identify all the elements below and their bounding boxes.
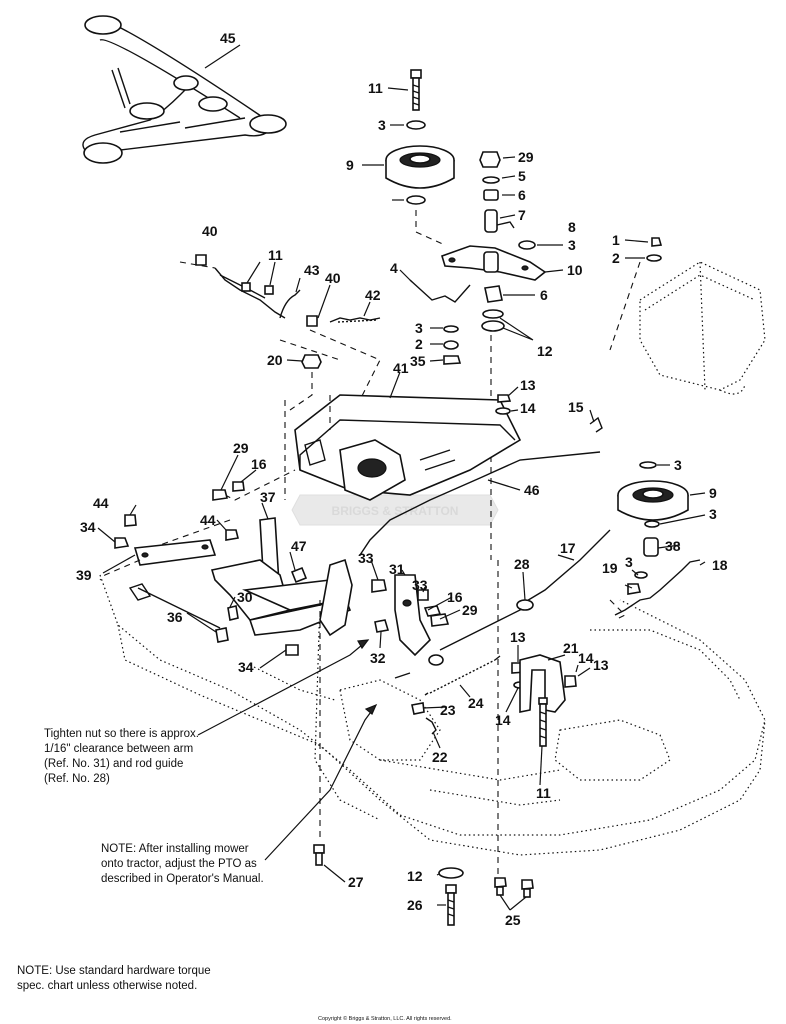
part-label: 2	[415, 336, 423, 352]
part-label: 3	[625, 554, 633, 570]
part-label: 3	[709, 506, 717, 522]
part-label: 23	[440, 702, 456, 718]
upper-pulley-assembly	[385, 69, 455, 246]
part-label: 10	[567, 262, 583, 278]
part-label: 34	[80, 519, 96, 535]
part-label: 47	[291, 538, 307, 554]
copyright-text: Copyright © Briggs & Stratton, LLC. All …	[318, 1016, 452, 1022]
part-label: 33	[358, 550, 374, 566]
part-label: 16	[447, 589, 463, 605]
left-linkage	[179, 254, 381, 401]
part-label: 2	[612, 250, 620, 266]
watermark-text: BRIGGS & STRATTON	[332, 504, 459, 518]
part-label: 11	[368, 80, 383, 96]
part-label: 30	[237, 589, 253, 605]
lift-assembly	[99, 469, 353, 656]
mounting-bracket-41	[284, 394, 522, 501]
part-label: 14	[578, 650, 594, 666]
part-label: 18	[712, 557, 728, 573]
part-label: 40	[202, 223, 218, 239]
part-label: 6	[518, 187, 526, 203]
part-label: 16	[251, 456, 267, 472]
part-label: 3	[568, 237, 576, 253]
nut-20	[301, 354, 322, 369]
part-label: 9	[709, 485, 717, 501]
spring-4	[409, 279, 471, 303]
part-label: 39	[76, 567, 92, 583]
lower-right-pulley	[617, 461, 689, 528]
part-label: 14	[520, 400, 536, 416]
part-label: 37	[260, 489, 276, 505]
part-label: 20	[267, 352, 283, 368]
part-label: 8	[568, 219, 576, 235]
hardware-torque-note: NOTE: Use standard hardware torque spec.…	[17, 965, 211, 992]
part-label: 3	[674, 457, 682, 473]
drive-belt	[82, 15, 287, 164]
lower-right-bracket	[511, 654, 577, 747]
part-label: 29	[518, 149, 534, 165]
part-label: 25	[505, 912, 521, 928]
part-label: 13	[520, 377, 536, 393]
part-label: 44	[93, 495, 109, 511]
part-label: 31	[389, 561, 405, 577]
part-label: 19	[602, 560, 618, 576]
part-label: 11	[536, 785, 551, 801]
leader-lines	[97, 44, 706, 911]
nut-washer-13-14	[495, 394, 512, 415]
part-label: 36	[167, 609, 183, 625]
part-label: 13	[510, 629, 526, 645]
part-label: 45	[220, 30, 236, 46]
part-label: 3	[415, 320, 423, 336]
part-label: 41	[393, 360, 409, 376]
part-label: 17	[560, 540, 576, 556]
part-label: 38	[665, 538, 681, 554]
bottom-bolts	[313, 600, 534, 926]
part-label: 29	[462, 602, 478, 618]
briggs-stratton-watermark: BRIGGS & STRATTON	[291, 494, 499, 526]
belt-cover	[609, 237, 766, 395]
part-label: 35	[410, 353, 426, 369]
part-label: 11	[268, 247, 283, 263]
part-label: 3	[378, 117, 386, 133]
part-label: 26	[407, 897, 423, 913]
part-label: 12	[407, 868, 423, 884]
idler-arm-stack	[441, 151, 547, 890]
part-label: 27	[348, 874, 364, 890]
part-label: 4	[390, 260, 398, 276]
part-labels: 45 11 3 9 29 5 6 7 8 3 1 2 10 4 6 40 11 …	[76, 30, 728, 928]
spring-24	[411, 655, 501, 735]
left-nut-stack	[212, 481, 245, 501]
part-label: 1	[612, 232, 620, 248]
part-label: 13	[593, 657, 609, 673]
part-label: 21	[563, 640, 579, 656]
part-label: 22	[432, 749, 448, 765]
rod-17	[519, 529, 611, 606]
pto-adjust-note: NOTE: After installing mower onto tracto…	[101, 843, 264, 885]
part-label: 42	[365, 287, 381, 303]
washer-nut-stack	[443, 325, 462, 365]
part-label: 14	[495, 712, 511, 728]
part-label: 24	[468, 695, 484, 711]
part-label: 5	[518, 168, 526, 184]
part-label: 34	[238, 659, 254, 675]
part-label: 7	[518, 207, 526, 223]
part-label: 32	[370, 650, 386, 666]
rod-guide-28	[428, 599, 534, 666]
part-label: 33	[412, 577, 428, 593]
part-label: 40	[325, 270, 341, 286]
part-label: 29	[233, 440, 249, 456]
part-label: 44	[200, 512, 216, 528]
part-label: 46	[524, 482, 540, 498]
part-label: 6	[540, 287, 548, 303]
part-label: 9	[346, 157, 354, 173]
pto-rod-46	[359, 451, 601, 556]
clip-15	[589, 416, 603, 433]
part-label: 15	[568, 399, 584, 415]
clearance-note: Tighten nut so there is approx. 1/16" cl…	[44, 728, 199, 785]
idler-spring-assembly	[609, 537, 701, 621]
part-label: 12	[537, 343, 553, 359]
part-label: 43	[304, 262, 320, 278]
part-label: 28	[514, 556, 530, 572]
